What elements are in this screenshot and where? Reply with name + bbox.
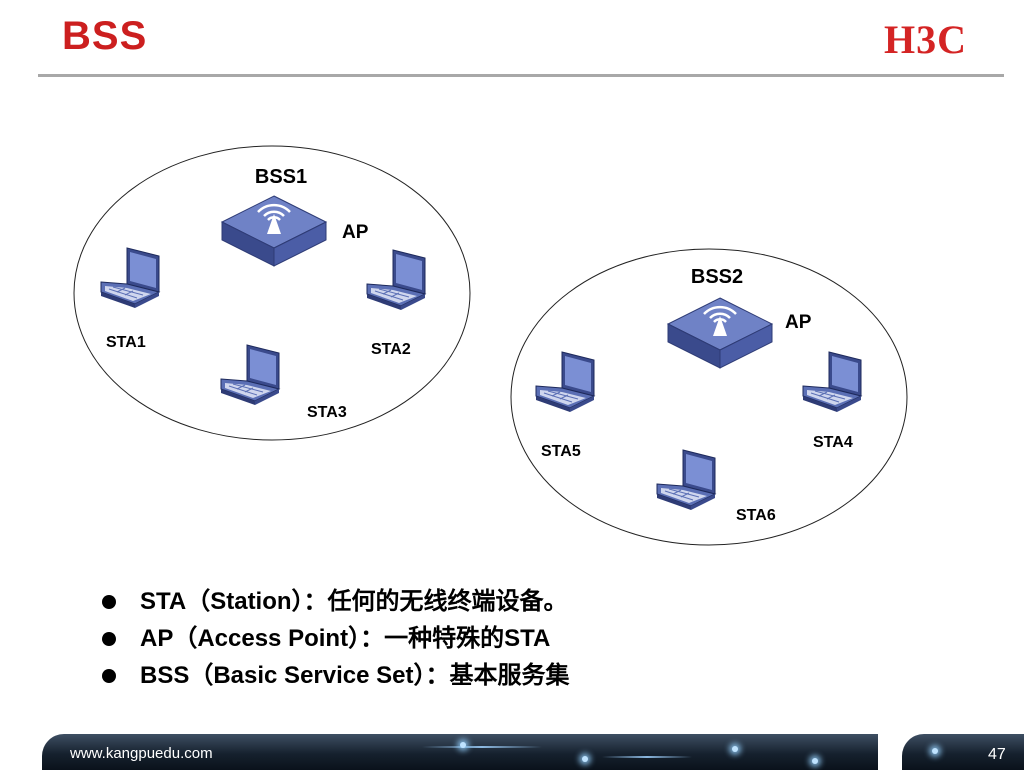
sta6-laptop-icon [656,449,716,511]
list-item: AP（Access Point）：一种特殊的STA [100,623,569,660]
sta6-label: STA6 [736,507,776,524]
sta5-label: STA5 [541,443,581,460]
definition-list: STA（Station）：任何的无线终端设备。 AP（Access Point）… [100,586,569,697]
bullet-text-bss: BSS（Basic Service Set）：基本服务集 [140,662,570,689]
bss2-ap-icon [666,296,774,370]
h3c-logo: H3C [884,17,967,62]
bss2-label: BSS2 [691,266,743,288]
sta1-label: STA1 [106,334,146,351]
footer-banner [42,734,878,770]
bss1-ap-label: AP [342,222,369,243]
bullet-text-ap: AP（Access Point）：一种特殊的STA [140,625,551,652]
bss2-ap-label: AP [785,312,812,333]
slide-title: BSS [62,14,148,58]
list-item: BSS（Basic Service Set）：基本服务集 [100,660,569,697]
sta4-label: STA4 [813,434,853,451]
bullet-icon [102,595,116,609]
sta3-label: STA3 [307,404,347,421]
bss1-boundary [73,145,471,441]
bullet-text-sta: STA（Station）：任何的无线终端设备。 [140,588,568,615]
footer-url: www.kangpuedu.com [70,745,213,762]
bss1-label: BSS1 [255,166,307,188]
list-item: STA（Station）：任何的无线终端设备。 [100,586,569,623]
slide-footer: www.kangpuedu.com 47 [0,728,1024,770]
sta4-laptop-icon [802,351,862,413]
bullet-icon [102,669,116,683]
title-divider [38,74,1004,77]
footer-page-banner [902,734,1024,770]
sta1-laptop-icon [100,247,160,309]
bss1-ap-icon [220,194,328,268]
page-number: 47 [988,746,1006,763]
sta3-laptop-icon [220,344,280,406]
sta2-label: STA2 [371,341,411,358]
sta2-laptop-icon [366,249,426,311]
sta5-laptop-icon [535,351,595,413]
bullet-icon [102,632,116,646]
bss2-boundary [510,248,908,546]
